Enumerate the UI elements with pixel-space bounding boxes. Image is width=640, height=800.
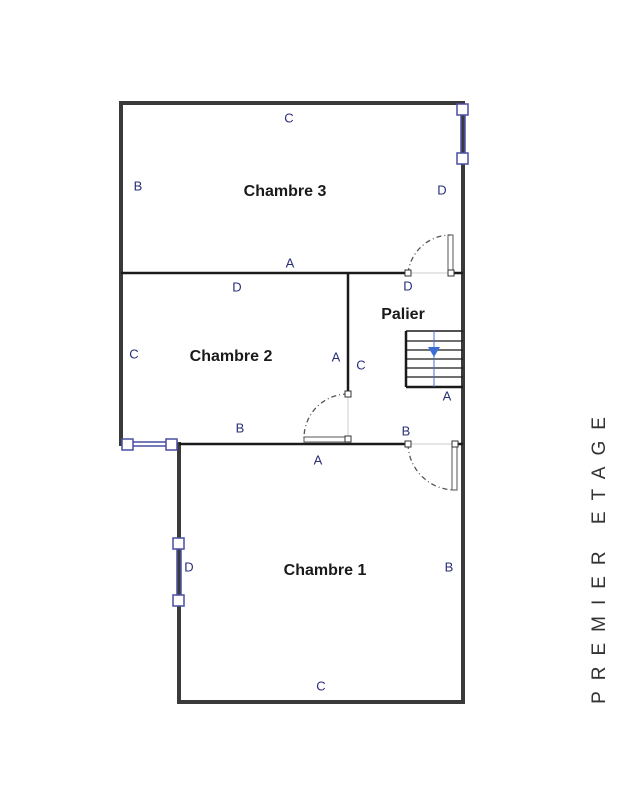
wall-label-palier-bottom: B	[401, 423, 411, 439]
wall-label-palier-top: D	[403, 278, 413, 294]
wall-label-ch2-bottom: B	[235, 420, 245, 436]
outer-walls	[119, 101, 465, 704]
floor-title: PREMIER ETAGE	[589, 406, 610, 704]
interior-walls	[121, 271, 463, 446]
room-chambre-1: Chambre 1	[283, 562, 367, 579]
wall-label-ch3-left: B	[133, 178, 143, 194]
window-bottom-left	[121, 438, 178, 451]
wall-label-ch3-bottom: A	[285, 255, 295, 271]
wall-label-ch1-bottom: C	[316, 678, 326, 694]
wall-label-ch2-right: A	[331, 349, 341, 365]
wall-label-ch3-top: C	[284, 110, 294, 126]
stair-direction-arrow-icon	[428, 347, 440, 357]
room-chambre-3: Chambre 3	[243, 183, 327, 200]
wall-label-ch1-left: D	[184, 559, 194, 575]
room-palier: Palier	[381, 306, 425, 323]
wall-label-ch1-right: B	[444, 559, 454, 575]
door-chambre-1	[404, 440, 459, 491]
wall-label-ch2-left: C	[129, 346, 139, 362]
window-top-right	[456, 103, 469, 165]
room-chambre-2: Chambre 2	[189, 348, 273, 365]
wall-label-palier-left: C	[356, 357, 366, 373]
door-chambre-3	[404, 234, 455, 277]
door-chambre-2	[303, 390, 352, 443]
wall-label-ch2-top: D	[232, 279, 242, 295]
staircase	[404, 330, 463, 389]
window-chambre-1	[172, 537, 185, 607]
wall-label-stair-bottom: A	[442, 388, 452, 404]
wall-label-ch1-top: A	[313, 452, 323, 468]
wall-label-ch3-right: D	[437, 182, 447, 198]
